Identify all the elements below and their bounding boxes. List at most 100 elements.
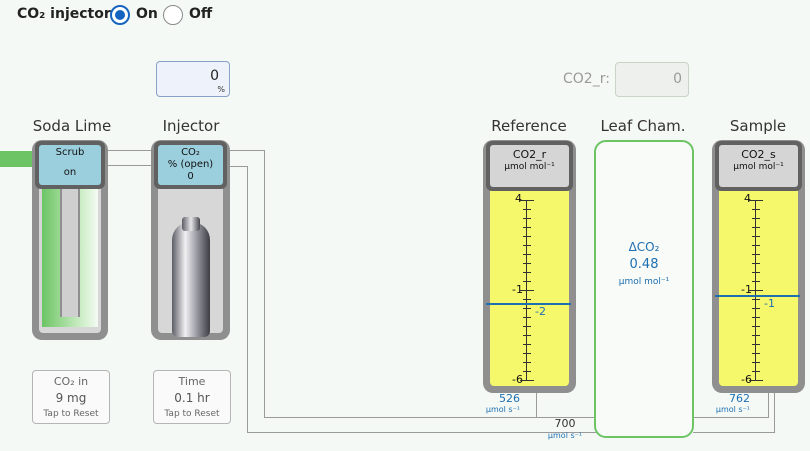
time-value: 0.1 hr: [174, 391, 210, 405]
reference-scale-tick: [523, 371, 531, 372]
soda-lime-canister[interactable]: Scrub on: [32, 140, 108, 340]
sample-title: Sample: [729, 117, 787, 135]
pipe-injector-outer: [228, 150, 265, 418]
reference-scale-tick: [523, 272, 531, 273]
reference-reading: -2: [535, 305, 546, 318]
leaf-chamber-title: Leaf Cham.: [600, 117, 686, 135]
sample-scale-tick: [749, 290, 763, 291]
sample-scale-tick: [752, 227, 760, 228]
pipe-to-reference: [264, 412, 539, 418]
sample-flow-unit: µmol s⁻¹: [715, 405, 750, 414]
pipe-sample-exit: [693, 425, 775, 433]
sample-scale-bottom: -6: [741, 373, 752, 386]
co2-in-reset-box[interactable]: CO₂ in 9 mg Tap to Reset: [32, 370, 110, 424]
pipe-bypass: [247, 425, 597, 433]
radio-on[interactable]: [110, 5, 130, 25]
injector-title: Injector: [162, 117, 220, 135]
reference-scale-tick: [523, 308, 531, 309]
pipe-chamber-sample: [693, 390, 769, 418]
pipe-sample-exit-vertical: [769, 390, 775, 426]
sample-scale-tick: [752, 308, 760, 309]
reference-flow-value: 526: [499, 392, 520, 405]
sample-scale-tick: [752, 362, 760, 363]
co2-injector-label: CO₂ injector:: [17, 6, 117, 22]
gas-cylinder-icon: [172, 222, 210, 337]
reference-scale-tick: [523, 362, 531, 363]
bypass-flow-value: 700: [554, 417, 576, 430]
sample-scale-tick: [752, 344, 760, 345]
radio-off[interactable]: [163, 5, 183, 25]
sample-scale-tick: [752, 218, 760, 219]
co2r-field-label: CO2_r:: [563, 71, 610, 87]
time-reset-box[interactable]: Time 0.1 hr Tap to Reset: [153, 370, 231, 424]
injector-percent-unit: %: [217, 85, 225, 94]
reference-scale-tick: [523, 236, 531, 237]
reference-scale-tick: [523, 326, 531, 327]
reference-scale-tick: [523, 353, 531, 354]
reference-yellow-panel: [490, 190, 569, 386]
sample-scale-tick: [752, 209, 760, 210]
reference-flow-unit: µmol s⁻¹: [485, 405, 520, 414]
pipe-injector-inner: [228, 166, 248, 433]
reference-title: Reference: [491, 117, 567, 135]
sample-scale-tick: [752, 326, 760, 327]
sample-scale-tick: [749, 380, 763, 381]
reference-scale-tick: [523, 335, 531, 336]
sample-scale-tick: [749, 200, 763, 201]
reference-scale-tick: [523, 254, 531, 255]
sample-scale-top: 4: [744, 192, 751, 205]
co2-in-reset: Tap to Reset: [43, 409, 99, 419]
reference-scale-tick: [523, 209, 531, 210]
sample-cap-unit: µmol mol⁻¹: [733, 162, 784, 172]
reference-scale-top: 4: [515, 192, 522, 205]
soda-lime-cap-label: Scrub: [55, 147, 85, 158]
injector-cap-label: CO₂: [181, 147, 200, 158]
radio-off-label[interactable]: Off: [189, 6, 213, 22]
injector-percent-input[interactable]: 0 %: [156, 61, 230, 97]
green-inlet-pipe: [0, 151, 36, 167]
bypass-flow-unit: µmol s⁻¹: [547, 431, 583, 440]
reference-scale-tick: [523, 263, 531, 264]
sample-reading-line: [715, 295, 800, 297]
pipe-soda-injector: [106, 150, 154, 166]
co2-in-value: 9 mg: [55, 391, 87, 405]
delta-co2-value: 0.48: [629, 257, 659, 272]
injector-cap-unit: % (open): [167, 159, 214, 170]
reference-cap-label: CO2_r: [512, 148, 547, 161]
pipe-reference-chamber: [536, 390, 596, 418]
sample-scale-tick: [752, 335, 760, 336]
reference-scale-tick: [520, 200, 534, 201]
injector-canister[interactable]: CO₂ % (open) 0: [151, 140, 230, 340]
sample-yellow-panel: [719, 190, 798, 386]
reference-cap: CO2_r µmol mol⁻¹: [486, 141, 573, 191]
reference-reading-line: [486, 303, 571, 305]
sample-cap-label: CO2_s: [741, 148, 776, 161]
injector-cap: CO₂ % (open) 0: [154, 141, 227, 189]
sample-scale-mid: -1: [741, 283, 752, 296]
co2-in-label: CO₂ in: [53, 375, 89, 388]
sample-scale-tick: [752, 236, 760, 237]
leaf-chamber: [594, 140, 694, 438]
sample-scale-tick: [752, 245, 760, 246]
reference-cap-unit: µmol mol⁻¹: [504, 162, 555, 172]
sample-scale-tick: [752, 317, 760, 318]
sample-cap: CO2_s µmol mol⁻¹: [715, 141, 802, 191]
reference-scale-tick: [523, 245, 531, 246]
co2r-value: 0: [673, 71, 682, 87]
radio-on-label[interactable]: On: [136, 6, 158, 22]
reference-scale-bottom: -6: [512, 373, 523, 386]
soda-lime-cap: Scrub on: [35, 141, 105, 189]
soda-lime-cap-status: on: [63, 167, 77, 178]
soda-lime-title: Soda Lime: [32, 117, 112, 135]
delta-co2-unit: µmol mol⁻¹: [618, 277, 670, 287]
sample-scale-tick: [752, 353, 760, 354]
sample-scale-tick: [752, 263, 760, 264]
reference-scale-tick: [523, 344, 531, 345]
reference-analyzer: CO2_r µmol mol⁻¹ 4 -1 -6 -2: [483, 140, 576, 393]
sample-flow-value: 762: [729, 392, 750, 405]
time-label: Time: [178, 375, 206, 388]
reference-scale-tick: [523, 317, 531, 318]
co2r-input: 0: [615, 62, 689, 97]
sample-scale-tick: [752, 254, 760, 255]
reference-scale-tick: [520, 380, 534, 381]
